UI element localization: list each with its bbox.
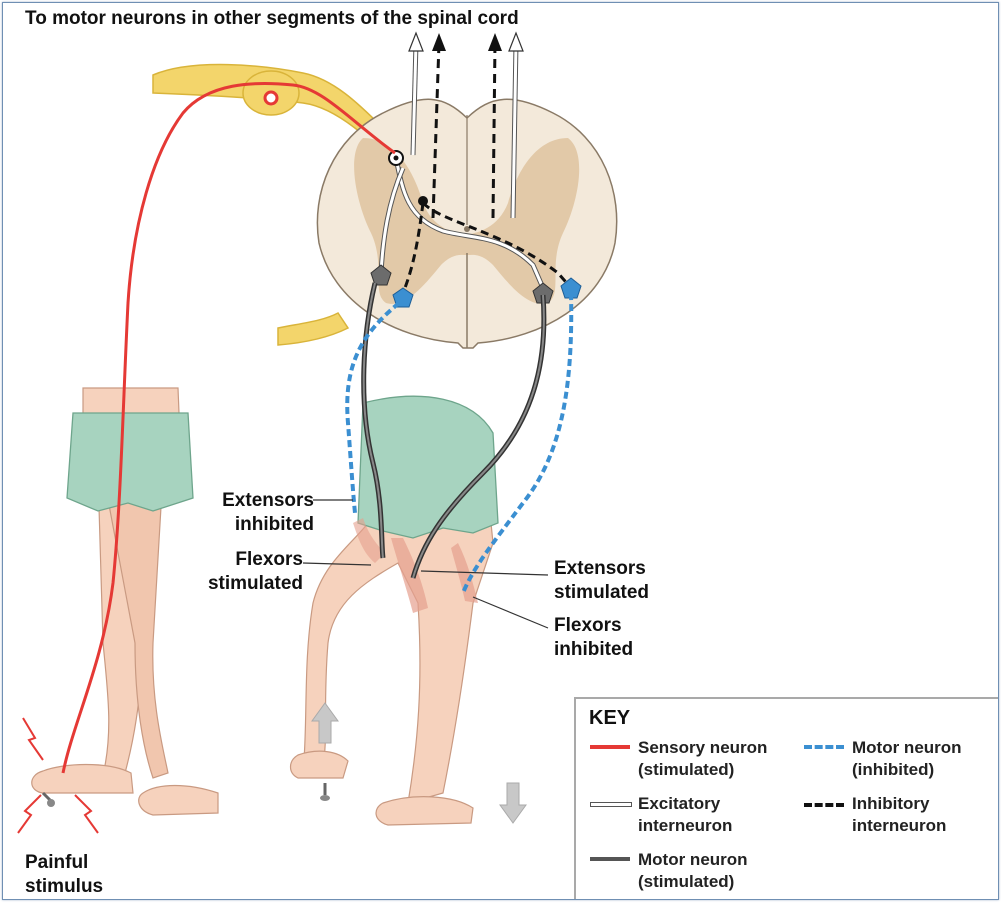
key-item-motor-neuron-stimulated: Motor neuron(stimulated)	[638, 850, 748, 891]
swatch-excitatory-interneuron	[590, 802, 632, 807]
motor-pathways	[345, 282, 574, 594]
figure-title: To motor neurons in other segments of th…	[25, 8, 519, 29]
swatch-motor-neuron-inhibited	[804, 745, 844, 749]
sensory-ganglion-cell	[263, 90, 279, 106]
interneurons	[378, 150, 573, 294]
ascending-pathways	[408, 31, 524, 219]
right-figure	[289, 395, 499, 826]
key-item-sensory-neuron: Sensory neuron(stimulated)	[638, 738, 768, 779]
swatch-inhibitory-interneuron	[804, 803, 844, 807]
swatch-sensory-neuron	[590, 745, 630, 749]
key-title: KEY	[589, 707, 631, 729]
pain-bolts	[17, 717, 99, 834]
reflex-illustration	[17, 31, 618, 834]
key-item-motor-neuron-inhibited: Motor neuron(inhibited)	[852, 738, 962, 779]
movement-arrows	[311, 702, 527, 824]
tack-right	[320, 783, 330, 801]
label-pointers	[302, 499, 549, 629]
sensory-neuron-line	[61, 81, 396, 774]
swatch-motor-neuron-stimulated	[590, 857, 630, 861]
key-legend: KEY Sensory neuron(stimulated) Motor neu…	[574, 697, 998, 899]
left-figure	[31, 387, 219, 816]
